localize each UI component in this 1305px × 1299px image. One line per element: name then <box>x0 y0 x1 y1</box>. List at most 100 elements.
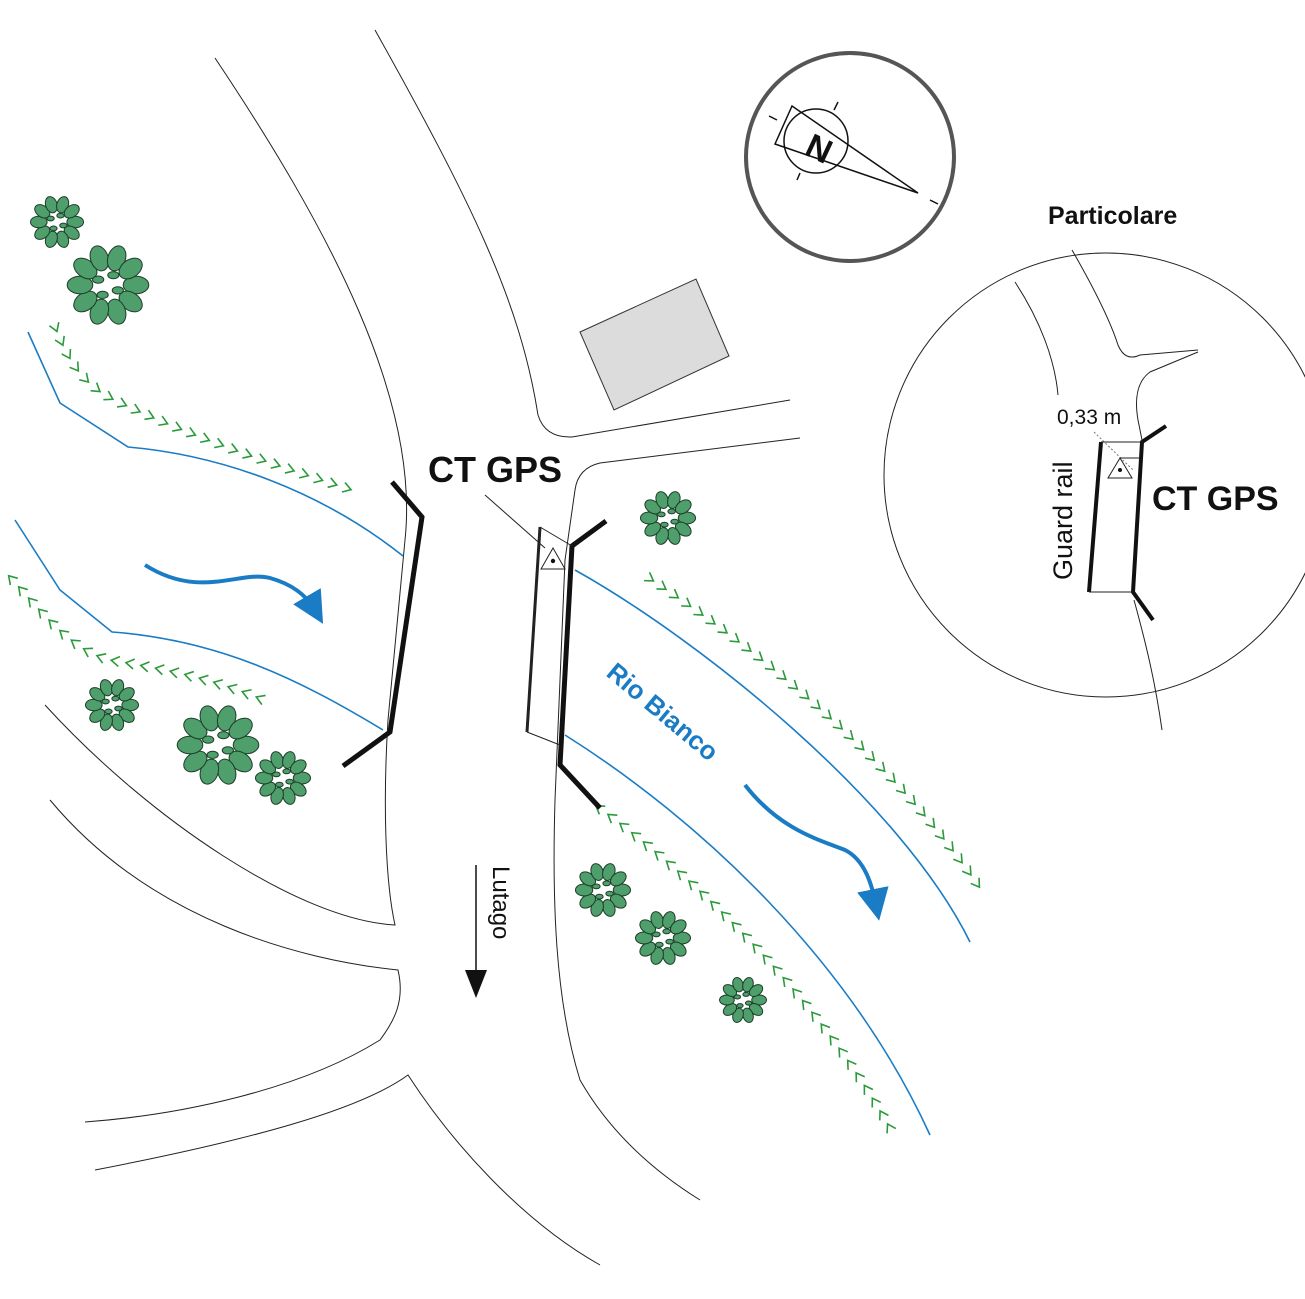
vegetation-chevron <box>885 772 897 784</box>
vegetation-chevron <box>787 679 799 690</box>
vegetation-chevron <box>54 335 65 347</box>
bridge-edge <box>525 526 542 733</box>
vegetation-chevron <box>676 870 688 881</box>
tree-icon <box>639 491 697 545</box>
vegetation-chevron <box>653 850 665 861</box>
vegetation-chevron <box>298 467 310 479</box>
vegetation-chevron <box>644 571 655 582</box>
flow-arrow-icon <box>143 563 324 624</box>
vegetation-chevron <box>144 409 156 421</box>
vegetation-chevron <box>158 415 169 427</box>
vegetation-chevron <box>48 322 60 333</box>
vegetation-chevron <box>875 761 886 773</box>
vegetation-chevron <box>228 443 239 454</box>
vegetation-chevron <box>905 794 917 806</box>
vegetation-chevron <box>832 719 844 730</box>
vegetation-chevron <box>168 667 180 679</box>
vegetation-chevron <box>270 458 282 469</box>
vegetation-chevron <box>752 943 763 954</box>
vegetation-chevron <box>116 397 128 408</box>
vegetation-chevron <box>961 865 972 877</box>
vegetation-chevron <box>705 614 717 625</box>
vegetation-chevron <box>58 629 70 640</box>
river-banks <box>14 331 971 1136</box>
vegetation-chevron <box>681 597 692 608</box>
vegetation-chevron <box>863 1084 874 1095</box>
vegetation-chevron <box>226 683 238 695</box>
vegetation-chevron <box>665 860 676 871</box>
vegetation-chevron <box>693 606 704 616</box>
roads <box>44 29 801 1266</box>
vegetation-chevron <box>753 651 764 662</box>
bridge <box>341 480 608 810</box>
vegetation-chevron <box>630 831 642 842</box>
vegetation-chevron <box>801 999 812 1011</box>
tree-icon <box>634 911 692 965</box>
vegetation-edges <box>7 322 981 1134</box>
vegetation-chevron <box>47 619 59 630</box>
vegetation-chevron <box>37 608 49 619</box>
vegetation-chevron <box>212 678 224 690</box>
vegetation-chevron <box>871 1096 882 1108</box>
vegetation-chevron <box>656 580 668 591</box>
vegetation-chevron <box>772 965 783 976</box>
tree-icon <box>66 245 150 325</box>
vegetation-chevron <box>82 647 94 658</box>
vegetation-chevron <box>154 664 165 676</box>
direction-indicator: Lutago <box>465 865 514 998</box>
vegetation-chevron <box>199 432 211 444</box>
vegetation-chevron <box>717 623 729 634</box>
vegetation-chevron <box>95 653 107 664</box>
vegetation-chevron <box>103 390 115 401</box>
vegetation-chevron <box>854 740 865 751</box>
station-label: CT GPS <box>428 449 562 490</box>
vegetation-chevron <box>970 877 981 889</box>
station-leader-line <box>484 494 546 549</box>
vegetation-chevron <box>130 403 142 414</box>
vegetation-chevron <box>878 1109 889 1121</box>
vegetation-chevron <box>7 574 18 586</box>
vegetation-chevron <box>720 910 732 922</box>
tree-icon <box>254 751 312 805</box>
vegetation-chevron <box>810 699 822 710</box>
tree-icon <box>29 196 85 248</box>
vegetation-chevron <box>915 806 926 817</box>
vegetation-chevron <box>709 900 721 911</box>
vegetation-chevron <box>895 783 907 795</box>
guard-rail-west <box>341 480 425 769</box>
gps-station-triangle-icon <box>540 546 566 570</box>
vegetation-chevron <box>731 921 742 932</box>
vegetation-chevron <box>139 661 150 673</box>
vegetation-chevron <box>741 641 752 652</box>
vegetation-chevron <box>886 1122 897 1134</box>
direction-label: Lutago <box>487 866 514 939</box>
vegetation-chevron <box>70 639 81 650</box>
flow-arrow-icon <box>743 783 889 921</box>
vegetation-chevron <box>776 670 788 681</box>
gps-station-triangle-icon <box>1107 457 1133 479</box>
vegetation-chevron <box>172 421 183 432</box>
guard-rail-east <box>557 518 608 810</box>
vegetation-chevron <box>934 829 945 841</box>
vegetation-chevron <box>838 1046 849 1058</box>
vegetation-chevron <box>799 689 810 700</box>
tree-icon <box>574 863 632 917</box>
vegetation-chevron <box>668 588 680 599</box>
river-label: Rio Bianco <box>601 657 724 767</box>
compass-icon: N <box>744 51 956 263</box>
vegetation-chevron <box>764 660 776 671</box>
vegetation-chevron <box>61 348 72 360</box>
distance-label: 0,33 m <box>1057 406 1121 429</box>
tree-icon <box>84 679 140 731</box>
vegetation-chevron <box>313 472 324 484</box>
vegetation-chevron <box>327 477 339 489</box>
vegetation-chevron <box>820 1022 831 1034</box>
vegetation-chevron <box>618 822 630 833</box>
vegetation-chevron <box>185 426 197 438</box>
tree-icon <box>176 705 260 785</box>
guard-rail-label: Guard rail <box>1048 461 1078 580</box>
vegetation-chevron <box>821 709 833 720</box>
tree-icon <box>719 977 767 1023</box>
vegetation-chevron <box>284 463 296 474</box>
